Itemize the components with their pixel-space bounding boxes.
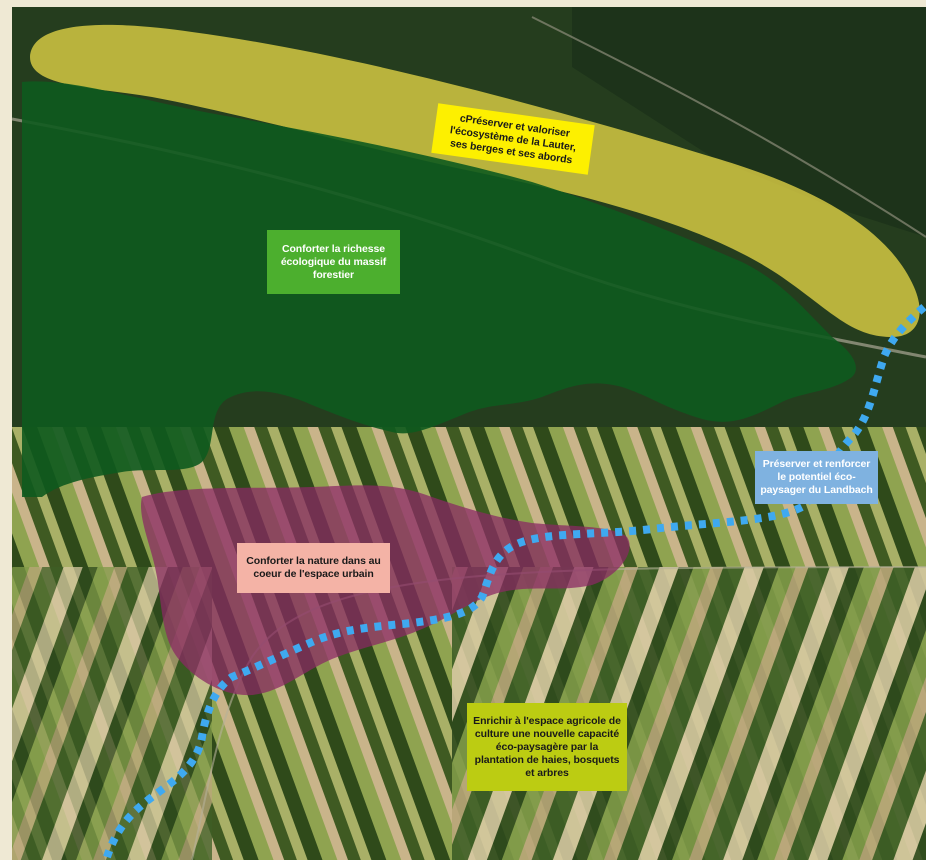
basemap-forest-northeast (572, 7, 926, 237)
agri-label-line-3: éco-paysagère par la (495, 740, 599, 753)
landbach-label-line-3: paysager du Landbach (760, 484, 873, 496)
agri-label-line-1: Enrichir à l'espace agricole de (473, 714, 621, 727)
agri-label-line-5: et arbres (525, 766, 569, 779)
forest-label-line-1: Conforter la richesse (282, 242, 385, 255)
basemap-road-2 (531, 16, 926, 238)
agri-label: Enrichir à l'espace agricole de culture … (467, 703, 627, 791)
urban-label-line-2: coeur de l'espace urbain (253, 568, 374, 580)
agri-label-line-2: culture une nouvelle capacité (474, 727, 620, 740)
aerial-map[interactable]: cPréserver et valoriser l'écosystème de … (12, 7, 926, 860)
urban-label: Conforter la nature dans au coeur de l'e… (237, 543, 390, 593)
forest-label-line-2: écologique du massif (280, 255, 387, 268)
forest-label: Conforter la richesse écologique du mass… (267, 230, 400, 294)
landbach-label: Préserver et renforcer le potentiel éco-… (755, 451, 878, 504)
landbach-path[interactable] (103, 304, 926, 859)
forest-label-line-3: forestier (312, 268, 355, 281)
lauter-zone[interactable] (30, 24, 920, 338)
landbach-label-line-2: le potentiel éco- (777, 471, 856, 483)
landbach-label-line-1: Préserver et renforcer (762, 458, 871, 470)
forest-zone[interactable] (22, 81, 856, 498)
agri-label-line-4: plantation de haies, bosquets (474, 753, 620, 766)
urban-label-line-1: Conforter la nature dans au (246, 555, 381, 567)
